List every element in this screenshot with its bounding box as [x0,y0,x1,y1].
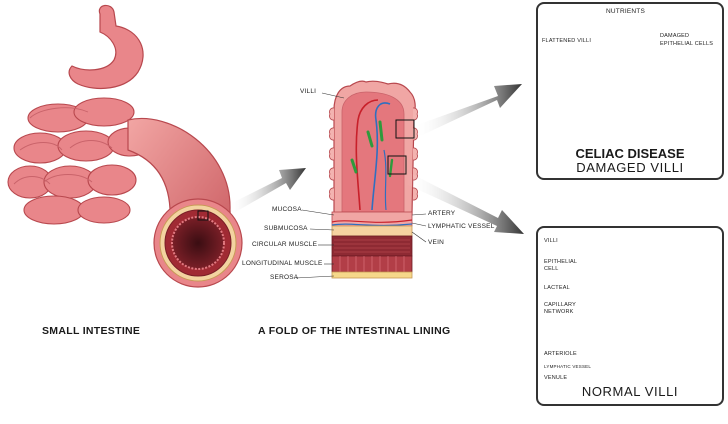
celiac-panel: CELIAC DISEASE DAMAGED VILLI [536,2,724,180]
label-lymphatic-vessel: LYMPHATIC VESSEL [428,223,495,230]
label-epithelial-2: CELL [544,266,559,272]
label-vein: VEIN [428,239,444,246]
caption-small-intestine: SMALL INTESTINE [42,325,141,337]
label-normal-lymphatic: LYMPHATIC VESSEL [544,364,592,369]
label-damaged-cells-2: EPITHELIAL CELLS [660,41,714,47]
label-mucosa: MUCOSA [272,206,302,213]
label-arteriole: ARTERIOLE [544,351,577,357]
label-normal-villi: VILLI [544,238,558,244]
caption-fold: A FOLD OF THE INTESTINAL LINING [258,325,451,337]
zoom-arrow-1 [228,168,306,214]
zoom-box-bottom [387,155,407,175]
label-venule: VENULE [544,375,568,381]
label-submucosa: SUBMUCOSA [264,225,308,232]
fold-leaders [295,92,427,279]
label-capillary-1: CAPILLARY [544,302,576,308]
label-flattened-villi: FLATTENED VILLI [542,38,592,44]
label-villi: VILLI [300,88,317,95]
normal-title: NORMAL VILLI [581,384,679,399]
intestine-coils [7,97,153,225]
label-nutrients: NUTRIENTS [606,8,645,15]
celiac-title-line1: CELIAC DISEASE [575,146,685,161]
label-damaged-cells-1: DAMAGED [660,33,690,39]
zoom-arrow-celiac [414,84,522,138]
stomach [68,4,144,90]
intestine-cross-section [153,198,243,288]
zoom-box-top [395,119,415,139]
label-lacteal: LACTEAL [544,285,570,291]
zoom-arrow-normal [406,172,524,234]
label-circular-muscle: CIRCULAR MUSCLE [252,241,318,248]
zoom-box [197,210,209,221]
label-serosa: SEROSA [270,274,299,281]
label-longitudinal-muscle: LONGITUDINAL MUSCLE [242,260,323,267]
label-artery: ARTERY [428,210,456,217]
label-epithelial-1: EPITHELIAL [544,259,578,265]
normal-panel: NORMAL VILLI [536,226,724,406]
intestinal-fold [329,80,418,279]
celiac-title-line2: DAMAGED VILLI [576,160,684,175]
label-capillary-2: NETWORK [544,309,574,315]
